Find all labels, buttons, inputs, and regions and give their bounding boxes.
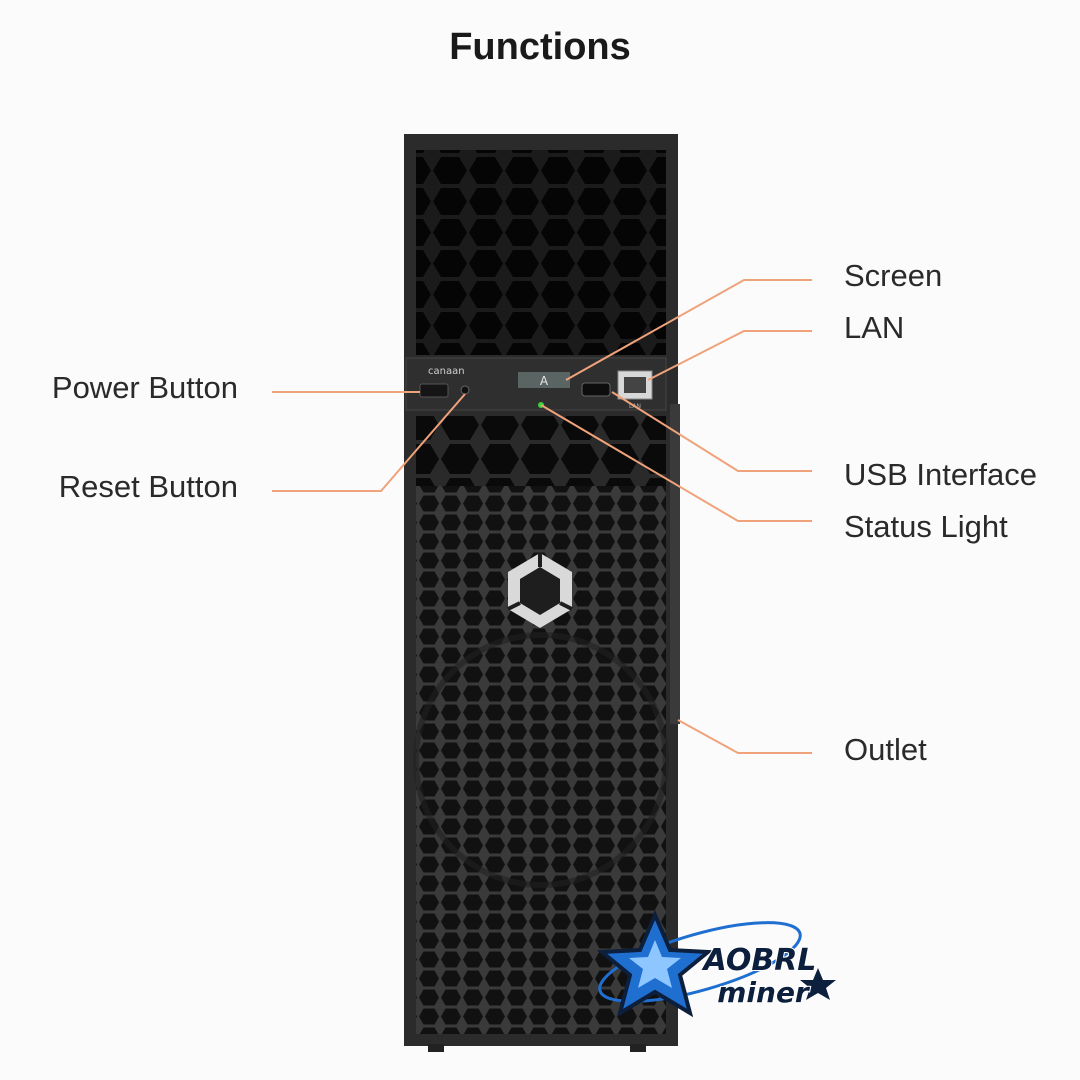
reset-button[interactable] [460,385,470,395]
watermark-logo: AOBRL miner [596,909,836,1018]
label-screen: Screen [844,258,943,293]
brand-text: canaan [428,366,465,377]
page-title: Functions [449,26,631,68]
watermark-line1: AOBRL [702,943,817,978]
label-usb-interface: USB Interface [844,457,1037,492]
top-grille [416,150,666,355]
leader-reset-button [272,393,466,492]
leader-lan [647,330,812,381]
leader-usb-interface [611,391,812,472]
leader-screen [565,279,812,381]
upper-grille [416,416,666,486]
canaan-logo [507,553,573,628]
screen-text: A [540,374,549,388]
label-power-button: Power Button [51,370,238,405]
screen-display [518,372,570,388]
label-status-light: Status Light [844,509,1008,544]
leader-status-light [540,404,812,522]
watermark-small-star [800,968,836,1000]
watermark-orbit [598,921,802,1003]
usb-port[interactable] [581,382,611,397]
lan-port-socket [624,377,646,393]
label-lan: LAN [844,310,905,345]
watermark-star-inner [629,940,681,988]
label-outlet: Outlet [844,732,927,767]
side-panel [670,404,680,724]
lan-port[interactable] [617,370,653,400]
fan-ring [413,632,669,888]
leader-outlet [677,719,812,754]
leader-lines [272,279,812,754]
watermark-line2: miner [717,976,811,1009]
power-button[interactable] [419,383,449,398]
foot-left [428,1044,444,1052]
foot-right [630,1044,646,1052]
label-reset-button: Reset Button [58,469,238,504]
